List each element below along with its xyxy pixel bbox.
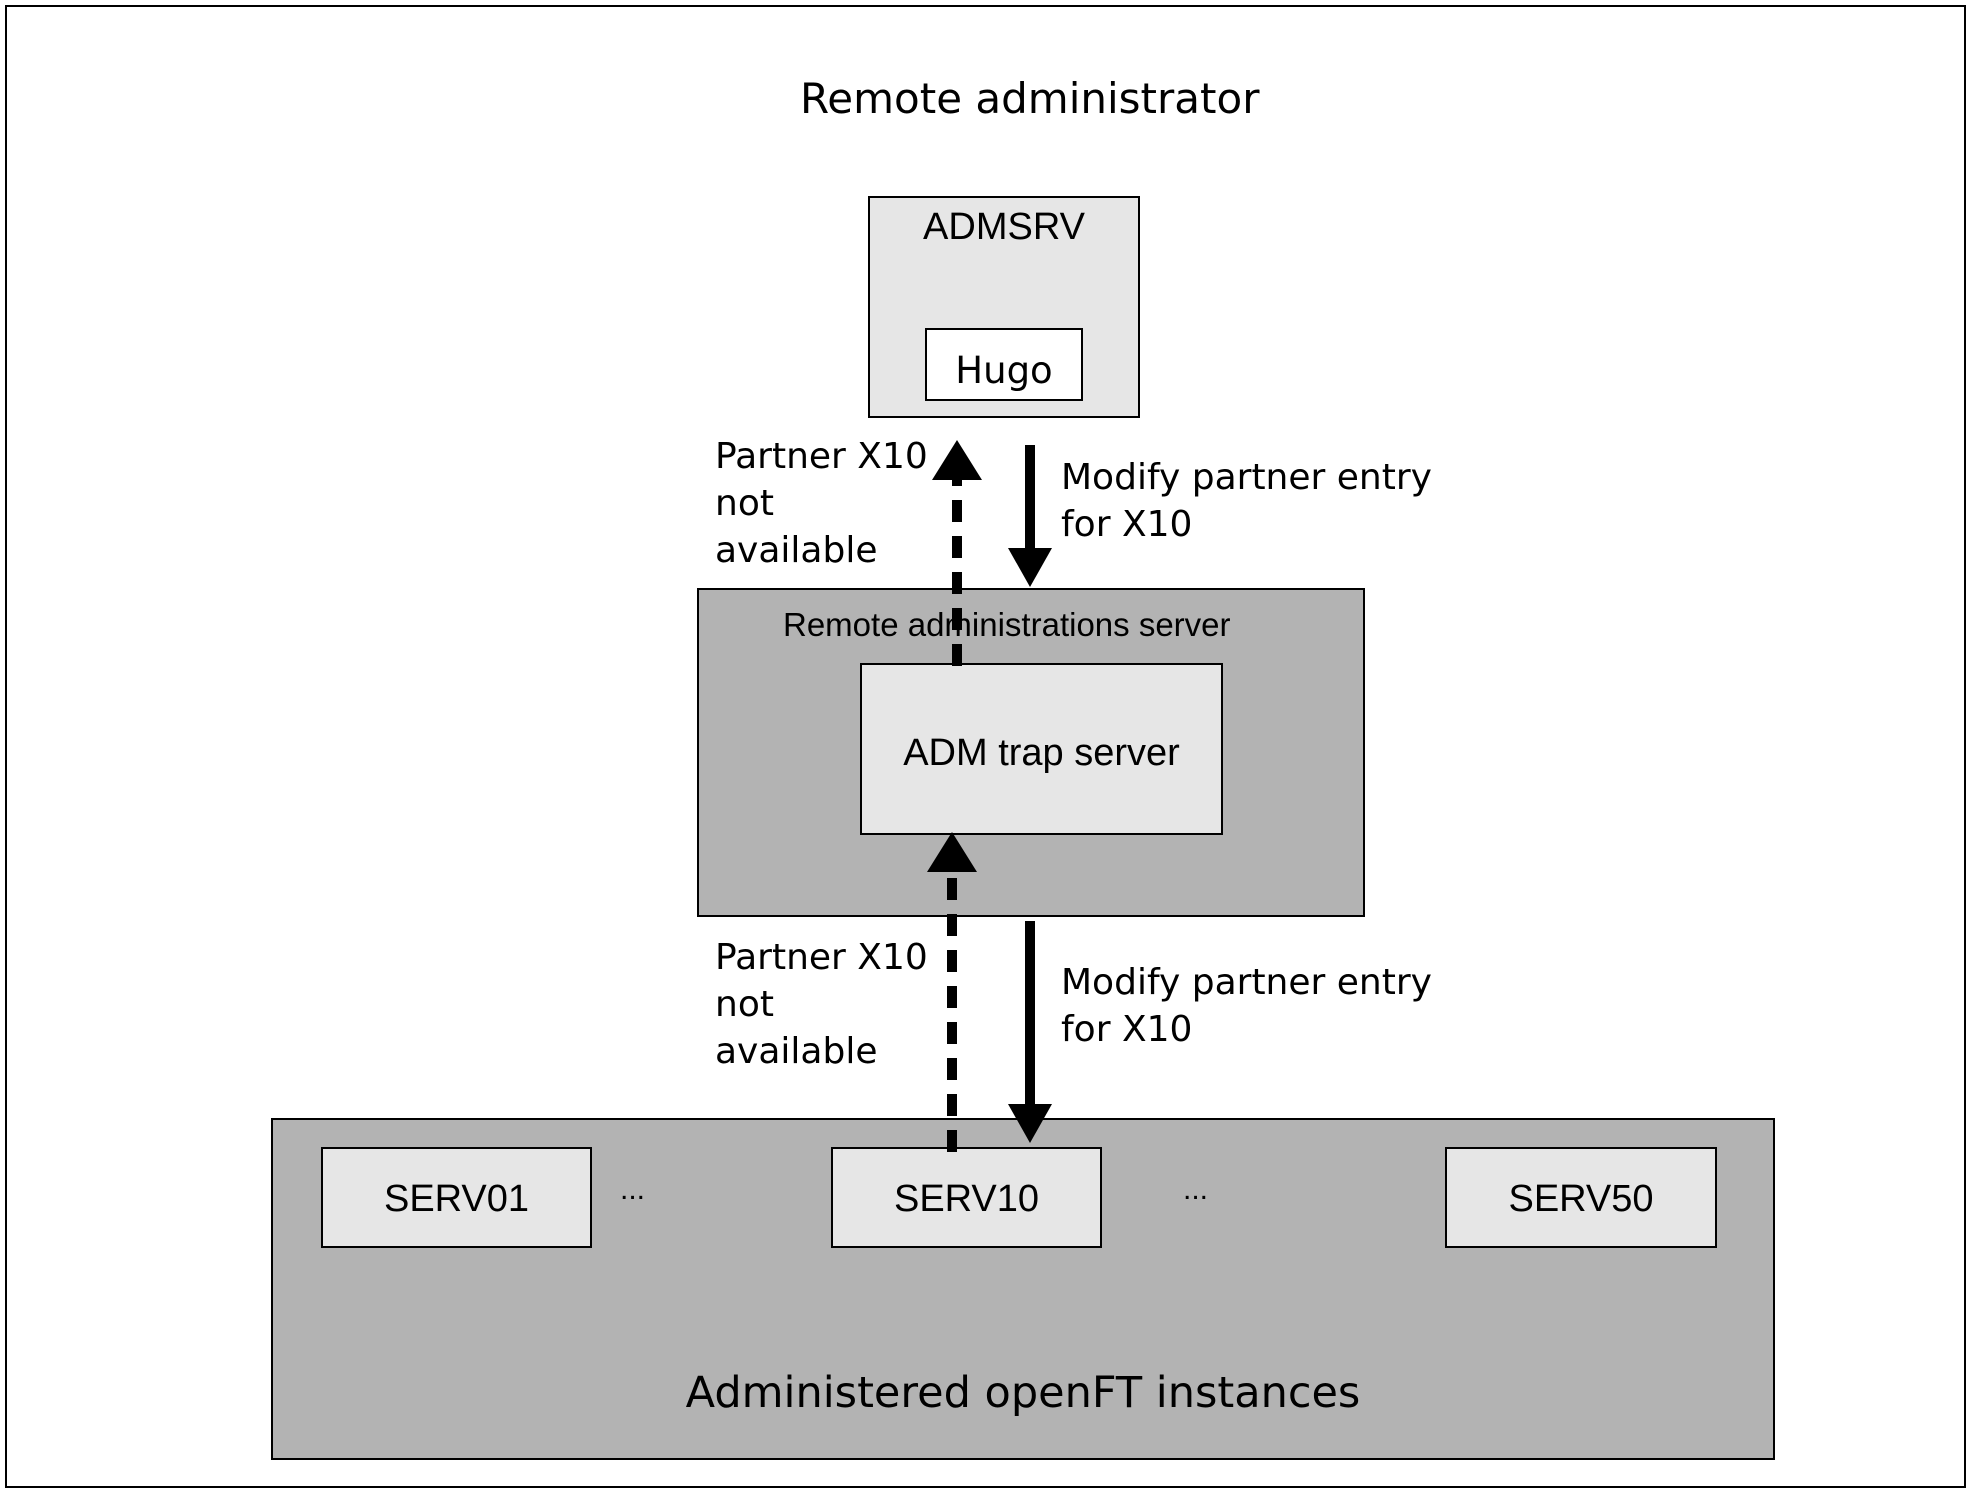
diagram-title: Remote administrator xyxy=(800,74,1260,123)
lower-command-arrowhead xyxy=(1008,1104,1052,1143)
ellipsis-left: ... xyxy=(620,1173,646,1206)
server-label-serv10: SERV10 xyxy=(893,1178,1040,1220)
lower-status-arrowhead xyxy=(927,832,977,872)
adm-trap-server-label: ADM trap server xyxy=(903,732,1180,774)
administered-instances-label: Administered openFT instances xyxy=(685,1368,1361,1418)
diagram-frame xyxy=(5,5,1966,1488)
remote-administrations-server-label: Remote administrations server xyxy=(783,606,1231,643)
server-box-serv01 xyxy=(321,1147,592,1248)
admsrv-label: ADMSRV xyxy=(923,206,1085,248)
upper-command-line-2: for X10 xyxy=(1061,504,1193,545)
upper-status-line-3: available xyxy=(715,530,878,571)
hugo-box xyxy=(925,328,1083,401)
lower-status-line-1: Partner X10 xyxy=(715,937,928,978)
lower-status-line-2: not xyxy=(715,984,774,1025)
upper-status-line-1: Partner X10 xyxy=(715,436,928,477)
upper-status-arrowhead xyxy=(932,440,982,480)
server-box-serv10 xyxy=(831,1147,1102,1248)
upper-status-line-2: not xyxy=(715,483,774,524)
upper-command-line-1: Modify partner entry xyxy=(1061,457,1432,498)
lower-command-line-2: for X10 xyxy=(1061,1009,1193,1050)
server-box-serv50 xyxy=(1445,1147,1717,1248)
lower-command-line-1: Modify partner entry xyxy=(1061,962,1432,1003)
hugo-label: Hugo xyxy=(955,349,1053,392)
ellipsis-right: ... xyxy=(1183,1173,1209,1206)
adm-trap-server-box xyxy=(860,663,1223,835)
upper-command-arrowhead xyxy=(1008,548,1052,587)
server-label-serv01: SERV01 xyxy=(383,1178,530,1220)
server-label-serv50: SERV50 xyxy=(1508,1178,1654,1220)
lower-status-line-3: available xyxy=(715,1031,878,1072)
